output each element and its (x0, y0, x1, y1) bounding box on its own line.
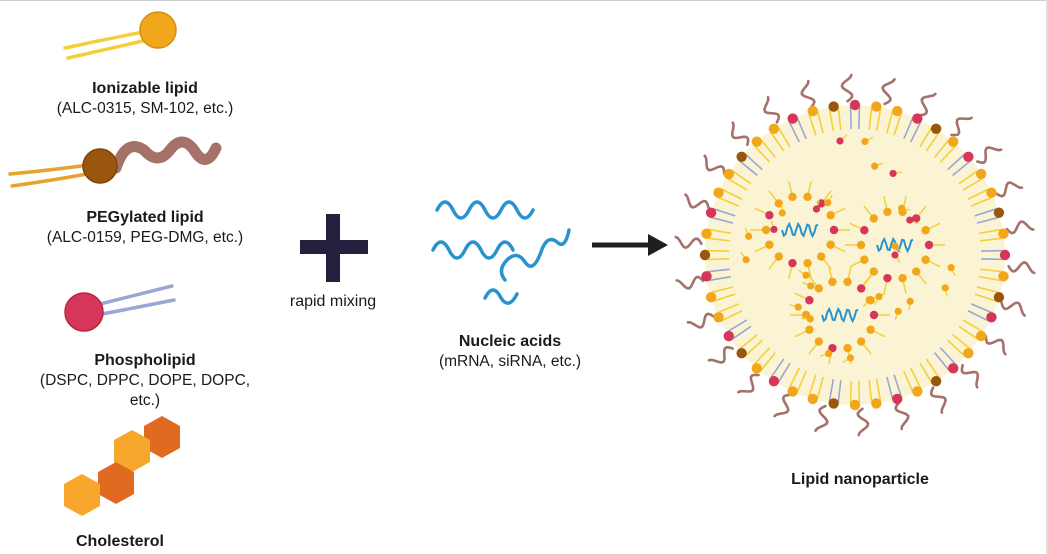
rapid-mixing-label: rapid mixing (289, 293, 377, 310)
phospholipid-name: Phospholipid (94, 352, 196, 369)
phospholipid-examples-line2: etc.) (129, 392, 161, 409)
phospholipid-icon (64, 284, 176, 332)
pegylated-lipid-icon (8, 136, 222, 188)
lipid-nanoparticle-icon (674, 73, 1036, 437)
ionizable-lipid-name: Ionizable lipid (92, 80, 198, 97)
nucleic-acids-label: Nucleic acids (mRNA, siRNA, etc.) (400, 332, 620, 372)
cholesterol-name: Cholesterol (75, 533, 164, 550)
nucleic-acids-name: Nucleic acids (458, 333, 562, 350)
ionizable-lipid-examples: (ALC-0315, SM-102, etc.) (56, 100, 234, 117)
cholesterol-label: Cholesterol (0, 532, 240, 552)
pegylated-lipid-name: PEGylated lipid (86, 209, 204, 226)
plus-icon (300, 214, 368, 282)
cholesterol-icon (64, 416, 180, 516)
phospholipid-examples-line1: (DSPC, DPPC, DOPE, DOPC, (39, 372, 251, 389)
lipid-nanoparticle-label: Lipid nanoparticle (740, 470, 980, 490)
right-border (1046, 0, 1048, 554)
nucleic-acids-examples: (mRNA, siRNA, etc.) (438, 353, 582, 370)
lipid-nanoparticle-name: Lipid nanoparticle (791, 471, 929, 488)
ionizable-lipid-icon (63, 11, 177, 60)
arrow-right-icon (592, 234, 668, 256)
pegylated-lipid-examples: (ALC-0159, PEG-DMG, etc.) (46, 229, 244, 246)
ionizable-lipid-label: Ionizable lipid (ALC-0315, SM-102, etc.) (0, 79, 290, 119)
nucleic-acids-icon (431, 200, 571, 305)
phospholipid-label: Phospholipid (DSPC, DPPC, DOPE, DOPC, et… (0, 351, 290, 411)
top-border (0, 0, 1048, 1)
pegylated-lipid-label: PEGylated lipid (ALC-0159, PEG-DMG, etc.… (0, 208, 290, 248)
